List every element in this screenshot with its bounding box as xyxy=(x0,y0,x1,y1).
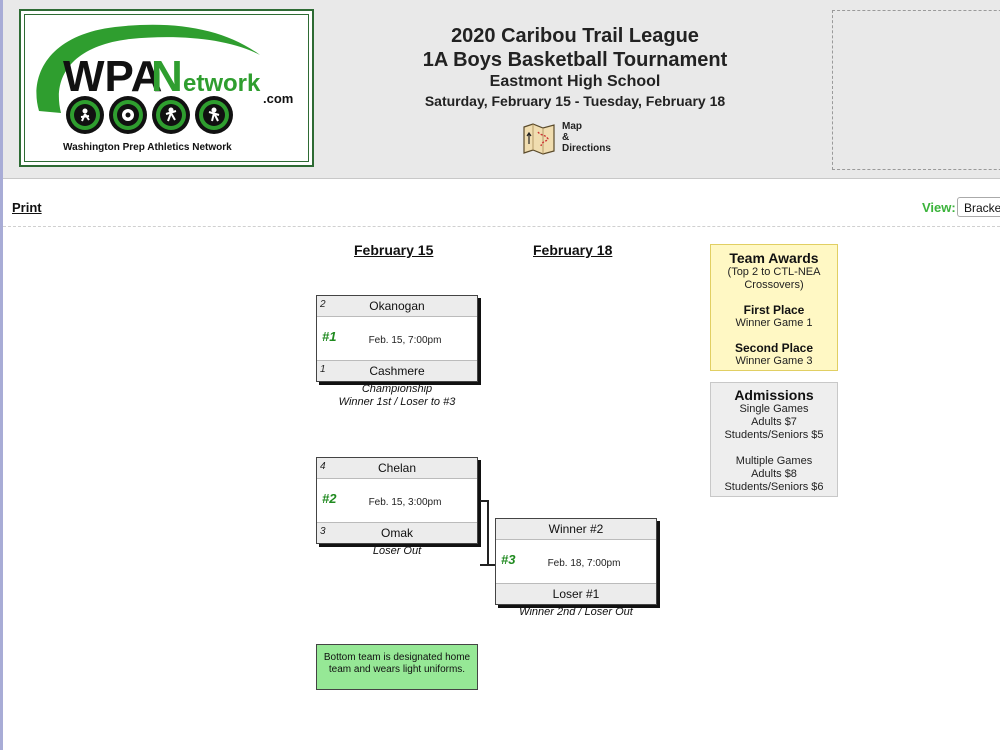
seed-number: 3 xyxy=(320,526,326,537)
game-1-top-team: 2 Okanogan xyxy=(317,296,477,317)
game-1-box[interactable]: 2 Okanogan #1 Feb. 15, 7:00pm 1 Cashmere xyxy=(316,295,478,382)
advertisement-placeholder xyxy=(832,10,1000,170)
game-time: Feb. 18, 7:00pm xyxy=(547,558,621,569)
map-directions-label: Map & Directions xyxy=(562,121,611,154)
venue-name: Eastmont High School xyxy=(489,73,661,90)
game-1-bottom-team: 1 Cashmere xyxy=(317,360,477,381)
seed-number: 1 xyxy=(320,364,326,375)
tournament-title: 1A Boys Basketball Tournament xyxy=(422,49,728,71)
league-title: 2020 Caribou Trail League xyxy=(451,25,699,47)
game-2-bottom-team: 3 Omak xyxy=(317,522,477,543)
column-heading-day1: February 15 xyxy=(354,242,434,258)
first-place-value: Winner Game 1 xyxy=(735,317,813,329)
admissions-box: Admissions Single Games Adults $7 Studen… xyxy=(710,382,838,497)
second-place-value: Winner Game 3 xyxy=(735,355,813,367)
multiple-games-label: Multiple Games xyxy=(735,455,813,467)
tournament-dates: Saturday, February 15 - Tuesday, Februar… xyxy=(424,93,726,109)
game-time: Feb. 15, 7:00pm xyxy=(368,335,442,346)
print-link[interactable]: Print xyxy=(12,200,42,215)
bracket-connector xyxy=(480,500,489,566)
view-label: View: xyxy=(922,200,956,215)
team-name: Chelan xyxy=(377,461,417,475)
first-place-label: First Place xyxy=(743,303,805,317)
game-1-caption: Championship Winner 1st / Loser to #3 xyxy=(338,383,456,408)
logo-graphic: WPA N etwork .com xyxy=(36,24,293,134)
multiple-adults-price: Adults $8 xyxy=(751,468,797,480)
logo-dotcom: .com xyxy=(263,91,293,106)
seed-number: 4 xyxy=(320,461,326,472)
logo-wordmark-n: N xyxy=(151,52,183,101)
logo-wordmark: WPA xyxy=(63,52,162,101)
admissions-title: Admissions xyxy=(734,387,814,403)
second-place-label: Second Place xyxy=(734,341,814,355)
single-adults-price: Adults $7 xyxy=(751,416,797,428)
wpa-network-logo[interactable]: WPA N etwork .com xyxy=(19,9,314,167)
multiple-students-price: Students/Seniors $6 xyxy=(724,481,824,493)
view-select[interactable]: Bracket xyxy=(957,197,1000,217)
game-3-bottom-team: Loser #1 xyxy=(496,583,656,604)
seed-number: 2 xyxy=(320,299,326,310)
home-team-note: Bottom team is designated home team and … xyxy=(316,644,478,690)
game-3-caption: Winner 2nd / Loser Out xyxy=(519,606,633,618)
game-number: #2 xyxy=(322,491,337,506)
game-2-top-team: 4 Chelan xyxy=(317,458,477,479)
team-name: Okanogan xyxy=(369,299,425,313)
page-header: WPA N etwork .com xyxy=(3,0,1000,179)
game-time: Feb. 15, 3:00pm xyxy=(368,497,442,508)
column-heading-day2: February 18 xyxy=(533,242,613,258)
logo-tagline: Washington Prep Athletics Network xyxy=(63,142,232,153)
game-2-caption: Loser Out xyxy=(372,545,422,557)
toolbar-divider xyxy=(3,226,1000,227)
team-name: Cashmere xyxy=(369,364,425,378)
team-awards-box: Team Awards (Top 2 to CTL-NEA Crossovers… xyxy=(710,244,838,371)
single-students-price: Students/Seniors $5 xyxy=(724,429,824,441)
team-name: Omak xyxy=(380,526,413,540)
sport-icons xyxy=(66,96,233,134)
team-name: Winner #2 xyxy=(548,522,604,536)
single-games-label: Single Games xyxy=(739,403,809,415)
game-2-box[interactable]: 4 Chelan #2 Feb. 15, 3:00pm 3 Omak xyxy=(316,457,478,544)
awards-title: Team Awards xyxy=(729,250,819,266)
map-directions-link[interactable]: Map & Directions xyxy=(521,120,631,160)
logo-wordmark-rest: etwork xyxy=(183,70,261,97)
bracket-connector-out xyxy=(488,564,496,566)
game-3-top-team: Winner #2 xyxy=(496,519,656,540)
awards-subtitle: (Top 2 to CTL-NEA Crossovers) xyxy=(727,266,821,291)
logo-frame: WPA N etwork .com xyxy=(24,14,309,162)
game-3-box[interactable]: Winner #2 #3 Feb. 18, 7:00pm Loser #1 xyxy=(495,518,657,605)
game-number: #3 xyxy=(501,552,516,567)
team-name: Loser #1 xyxy=(552,587,600,601)
map-icon xyxy=(523,123,555,155)
left-window-edge xyxy=(0,0,3,750)
game-number: #1 xyxy=(322,329,337,344)
